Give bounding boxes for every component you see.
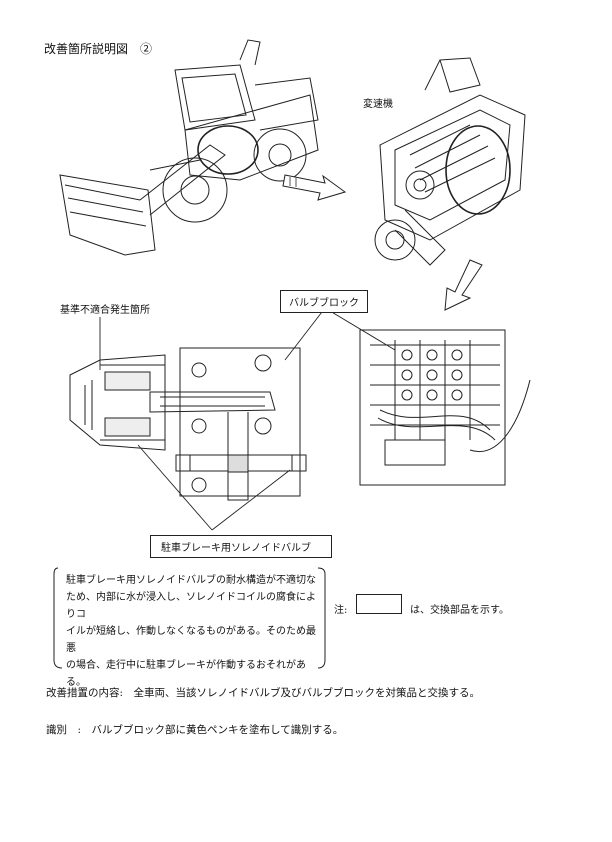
description-bracket: [53, 567, 326, 669]
description-text: 駐車ブレーキ用ソレノイドバルブの耐水構造が不適切な ため、内部に水が浸入し、ソレ…: [66, 572, 321, 691]
transmission-illustration: [374, 57, 526, 266]
identification-text: 識別 : バルブブロック部に黄色ペンキを塗布して識別する。: [46, 724, 344, 736]
description-line: 駐車ブレーキ用ソレノイドバルブの耐水構造が不適切な: [66, 575, 316, 586]
transmission-label: 変速機: [363, 99, 393, 110]
valve-block-label: バルブブロック: [280, 290, 368, 313]
measures-text: 改善措置の内容: 全車両、当該ソレノイドバルブ及びバルブブロックを対策品と交換す…: [46, 687, 481, 699]
legend-swatch: [356, 594, 402, 614]
solenoid-valve-label: 駐車ブレーキ用ソレノイドバルブ: [150, 535, 332, 558]
description-line: ため、内部に水が浸入し、ソレノイドコイルの腐食によりコ: [66, 592, 316, 620]
valve-block-detail: [359, 329, 531, 486]
description-line: の場合、走行中に駐車ブレーキが作動するおそれがあ: [66, 660, 306, 671]
solenoid-valve-section: [69, 347, 307, 501]
legend-prefix: 注:: [334, 605, 348, 616]
page-title: 改善箇所説明図 ②: [44, 42, 153, 56]
description-line: る。: [66, 677, 86, 688]
arrow-to-transmission: [282, 174, 347, 201]
leader-lines: [99, 307, 396, 531]
legend-suffix: は、交換部品を示す。: [410, 605, 509, 616]
wheel-loader-illustration: [59, 39, 319, 256]
arrow-to-detail: [444, 259, 483, 311]
defect-location-label: 基準不適合発生箇所: [54, 300, 156, 317]
description-line: イルが短絡し、作動しなくなるものがある。そのため最悪: [66, 626, 316, 654]
